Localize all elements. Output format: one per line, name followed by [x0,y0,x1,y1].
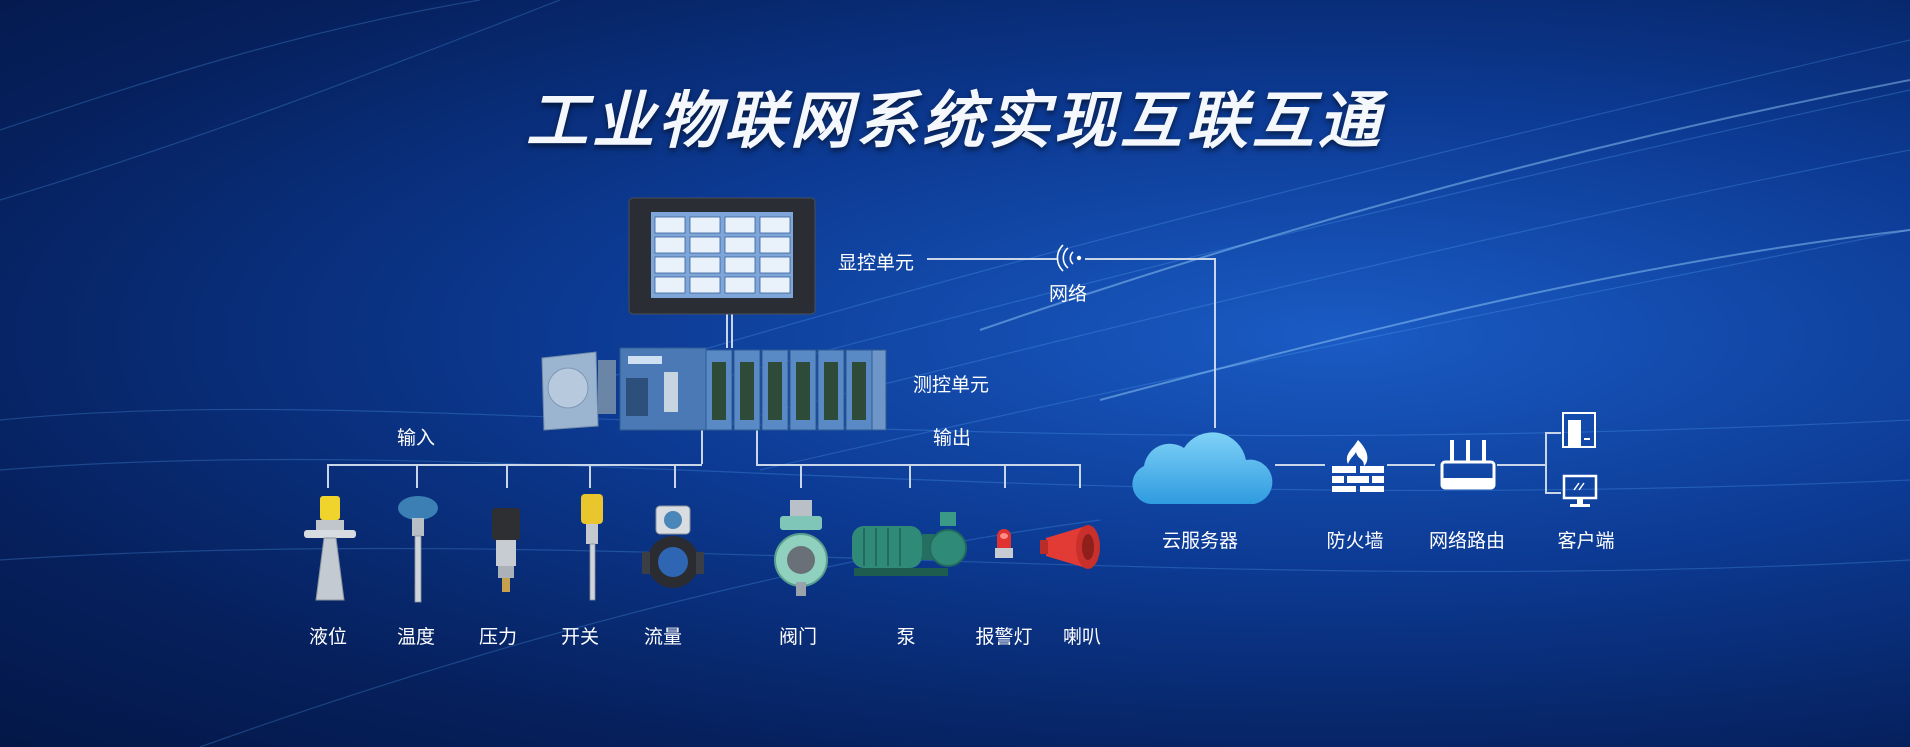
input-drop-4 [589,464,591,488]
display-unit-screen [628,197,816,315]
flow-meter-icon [642,505,704,588]
router-icon [1440,440,1496,490]
alarm-light-icon [995,529,1013,558]
display-to-rack-line-a [726,312,728,348]
firewall-label: 防火墙 [1326,530,1384,552]
output-label: 输出 [932,427,972,449]
mobile-device-icon [1562,412,1596,448]
display-to-rack-line-b [731,312,733,348]
output-item-horn: 喇叭 [1062,626,1102,648]
horn-icon [1040,525,1100,569]
cloud-server-icon [1132,432,1273,504]
cloud-to-firewall-line [1275,464,1325,466]
temperature-sensor-icon [398,496,438,603]
input-drop-2 [416,464,418,488]
input-drop-1 [327,464,329,488]
input-trunk-line [701,430,703,464]
firewall-to-router-line [1387,464,1435,466]
pressure-sensor-icon [492,508,520,592]
network-to-cloud-line [1085,258,1215,260]
cloud-server-label: 云服务器 [1161,530,1239,552]
output-item-alarm-light: 报警灯 [975,626,1033,648]
output-bus-line [756,464,1080,466]
input-item-level: 液位 [308,626,348,648]
measure-unit-label: 测控单元 [913,374,990,396]
network-down-line [1214,258,1216,428]
valve-icon [774,500,828,596]
switch-sensor-icon [581,494,603,601]
level-sensor-icon [304,496,356,601]
display-to-network-line [927,258,1057,260]
client-split-top [1545,432,1561,434]
client-split-line [1545,432,1547,492]
router-label: 网络路由 [1428,530,1506,552]
input-item-switch: 开关 [560,626,600,648]
input-drop-5 [674,464,676,488]
input-item-temperature: 温度 [396,626,436,648]
output-drop-1 [800,464,802,488]
firewall-icon [1332,440,1384,492]
input-label: 输入 [396,427,436,449]
desktop-computer-icon [1562,474,1598,507]
pump-icon [852,512,967,576]
output-drop-2 [909,464,911,488]
input-item-flow: 流量 [643,626,683,648]
display-unit-label: 显控单元 [838,252,915,274]
output-drop-3 [1004,464,1006,488]
network-label: 网络 [1048,283,1088,305]
input-bus-line [327,464,702,466]
output-item-pump: 泵 [896,626,916,648]
output-trunk-line [756,430,758,464]
page-title: 工业物联网系统实现互联互通 [525,84,1384,157]
input-item-pressure: 压力 [478,626,518,648]
input-drop-3 [506,464,508,488]
client-label: 客户端 [1557,530,1615,552]
wifi-icon [1056,244,1082,272]
output-drop-4 [1079,464,1081,488]
client-split-bottom [1545,492,1561,494]
output-item-valve: 阀门 [778,626,818,648]
router-to-client-line [1497,464,1545,466]
measure-control-rack [541,347,887,431]
